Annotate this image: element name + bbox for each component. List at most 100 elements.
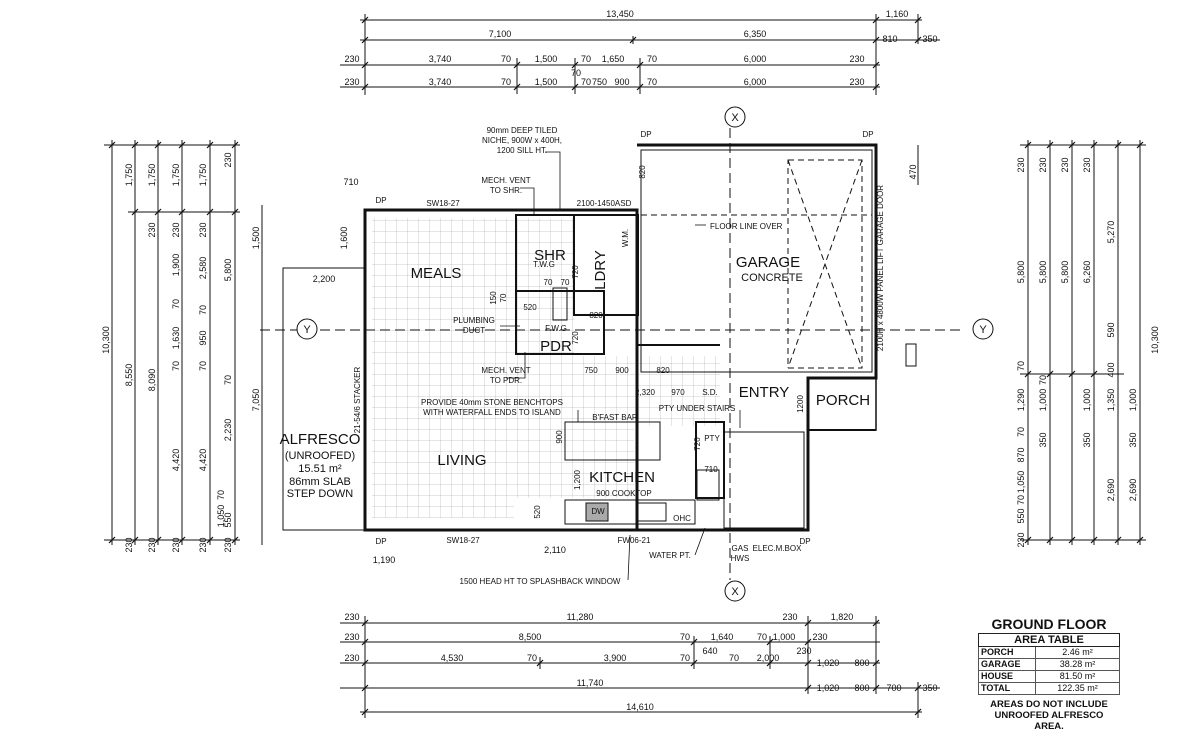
- dim-text: 1,050: [1016, 471, 1026, 494]
- dim-text: 70: [198, 361, 208, 371]
- dim-text: 3,740: [429, 77, 452, 87]
- dim-text: 70: [1016, 495, 1026, 505]
- note-dw: DW: [591, 507, 605, 516]
- dim-text: 70: [501, 54, 511, 64]
- dim-text: 4,420: [198, 449, 208, 472]
- powder-room: [515, 290, 605, 355]
- dim-text: 230: [1082, 157, 1092, 172]
- room-label-alfresco-note1: 86mm SLAB: [289, 476, 351, 488]
- dim-text: 70: [680, 653, 690, 663]
- note-70b: 70: [544, 278, 553, 287]
- section-marker-left: Y: [303, 324, 311, 336]
- area-value: 38.28 m²: [1035, 658, 1120, 671]
- note-710: 710: [704, 465, 718, 474]
- dim-text: 1,630: [171, 327, 181, 350]
- note-vent-shr1: MECH. VENT: [481, 176, 530, 185]
- dim-text: 10,300: [101, 326, 111, 354]
- section-marker-top: X: [731, 112, 739, 124]
- area-value: 122.35 m²: [1035, 682, 1120, 695]
- room-label-garage-sub: CONCRETE: [741, 272, 803, 284]
- dim-text: 1,500: [535, 77, 558, 87]
- room-label-ldry: LDRY: [592, 250, 609, 290]
- dim-text: 70: [757, 632, 767, 642]
- note-720a: 720: [571, 265, 580, 279]
- note-720b: 720: [571, 331, 580, 345]
- dim-text: 1,190: [373, 555, 396, 565]
- room-label-pdr: PDR: [540, 338, 572, 355]
- room-label-garage: GARAGE: [736, 254, 800, 271]
- fridge: [696, 469, 720, 501]
- dim-text: 350: [1082, 432, 1092, 447]
- dim-text: 1,050: [216, 505, 226, 528]
- dim-text: 2,690: [1106, 479, 1116, 502]
- dim-text: 6,000: [744, 54, 767, 64]
- room-label-living: LIVING: [437, 452, 486, 469]
- dim-text: 230: [1060, 157, 1070, 172]
- note-820a: 820: [638, 165, 647, 179]
- dim-text: 1,640: [711, 632, 734, 642]
- note-520a: 520: [523, 303, 537, 312]
- area-value: 2.46 m²: [1035, 646, 1120, 659]
- note-dp-ne: DP: [640, 130, 651, 139]
- dim-text: 1,650: [602, 54, 625, 64]
- dim-text: 70: [581, 54, 591, 64]
- dim-text: 750: [592, 77, 607, 87]
- section-marker-right: Y: [979, 324, 987, 336]
- dim-text: 2,110: [544, 545, 566, 555]
- dim-text: 1,020: [817, 658, 840, 668]
- dim-text: 230: [1016, 157, 1026, 172]
- note-900v: 900: [555, 430, 564, 444]
- section-markers: X X Y Y: [296, 106, 994, 602]
- dim-text: 1,000: [773, 632, 796, 642]
- dim-text: 810: [882, 34, 897, 44]
- note-dp-se: DP: [799, 537, 810, 546]
- room-label-shr: SHR: [534, 247, 566, 264]
- dim-text: 230: [198, 537, 208, 552]
- island-bench: [564, 421, 661, 461]
- tile-grid-meals: [372, 218, 514, 518]
- area-note-line2: UNROOFED ALFRESCO: [994, 710, 1104, 721]
- note-970: 970: [671, 388, 685, 397]
- dim-text: 1,900: [171, 254, 181, 277]
- room-labels: MEALS LIVING KITCHEN SHR PDR LDRY GARAGE…: [280, 247, 871, 500]
- garage-outline: [637, 143, 878, 532]
- dim-text: 5,800: [223, 259, 233, 282]
- kitchen-bench: [564, 499, 696, 525]
- note-water: WATER PT.: [649, 551, 691, 560]
- garage-details: [260, 128, 960, 580]
- note-pty-stairs: PTY UNDER STAIRS: [659, 404, 736, 413]
- leader-lines: [500, 151, 741, 581]
- note-sw-bottom: SW18-27: [446, 536, 480, 545]
- note-niche1: 90mm DEEP TILED: [487, 126, 558, 135]
- dim-text: 640: [702, 646, 717, 656]
- dim-text: 230: [344, 632, 359, 642]
- dim-text: 70: [223, 375, 233, 385]
- dim-text: 230: [124, 537, 134, 552]
- dim-text: 14,610: [626, 702, 654, 712]
- note-750: 750: [584, 366, 598, 375]
- note-sd: S.D.: [702, 388, 718, 397]
- dim-text: 230: [171, 222, 181, 237]
- note-fwg: F.W.G: [545, 324, 567, 333]
- dim-text: 230: [344, 653, 359, 663]
- area-name: HOUSE: [978, 670, 1036, 683]
- dim-text: 3,740: [429, 54, 452, 64]
- note-garage-door: 2100H x 4800W PANEL LIFT GARAGE DOOR: [876, 185, 885, 351]
- dim-text: 6,260: [1082, 261, 1092, 284]
- note-150: 150: [489, 291, 498, 305]
- note-bfast: B'FAST BAR: [592, 413, 638, 422]
- note-70a: 70: [499, 293, 508, 302]
- room-label-entry: ENTRY: [739, 384, 790, 401]
- dim-text: 1,000: [1038, 389, 1048, 412]
- note-sw-top: SW18-27: [426, 199, 460, 208]
- dim-text: 550: [223, 512, 233, 527]
- note-1200b: 1,200: [573, 469, 582, 490]
- note-splash: 1500 HEAD HT TO SPLASHBACK WINDOW: [460, 577, 621, 586]
- note-dp-sw: DP: [375, 537, 386, 546]
- area-table-title: GROUND FLOOR: [991, 616, 1107, 632]
- section-marker-bottom: X: [731, 586, 739, 598]
